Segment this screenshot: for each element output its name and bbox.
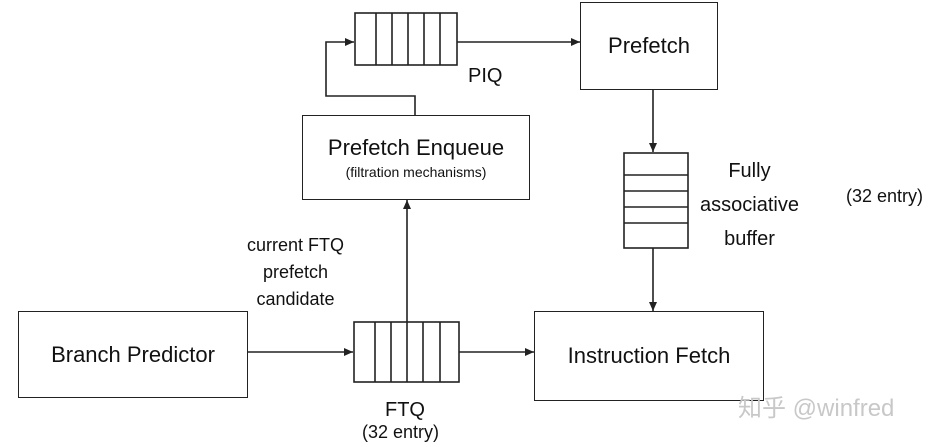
arrow-enqueue-to-piq (325, 38, 416, 115)
branch-predictor-box: Branch Predictor (18, 311, 248, 398)
ftq-size-label: (32 entry) (362, 422, 440, 442)
watermark: 知乎 @winfred (738, 395, 895, 422)
prefetch-label: Prefetch (608, 33, 690, 58)
piq-queue (354, 12, 458, 66)
prefetch-enqueue-sublabel: (filtration mechanisms) (345, 164, 487, 180)
candidate-label-line3: candidate (256, 289, 335, 309)
instruction-fetch-box: Instruction Fetch (534, 311, 764, 401)
instruction-fetch-label: Instruction Fetch (567, 343, 731, 368)
candidate-label: current FTQ prefetch candidate (247, 232, 344, 313)
ftq-queue (353, 321, 460, 383)
buffer-label-line1: Fully (728, 160, 771, 182)
prefetch-box: Prefetch (580, 2, 718, 90)
buffer-label-line2: associative (700, 194, 799, 216)
prefetch-enqueue-label: Prefetch Enqueue (327, 135, 505, 160)
buffer-label: Fully associative buffer (700, 154, 799, 256)
branch-predictor-label: Branch Predictor (51, 341, 215, 367)
prefetch-enqueue-box: Prefetch Enqueue (filtration mechanisms) (302, 115, 530, 200)
associative-buffer-stack (623, 152, 689, 249)
buffer-label-line3: buffer (724, 228, 775, 250)
piq-label: PIQ (468, 65, 503, 87)
buffer-size-label: (32 entry) (846, 186, 924, 206)
candidate-label-line2: prefetch (262, 262, 329, 282)
ftq-label: FTQ (385, 399, 425, 421)
candidate-label-line1: current FTQ (247, 235, 345, 255)
